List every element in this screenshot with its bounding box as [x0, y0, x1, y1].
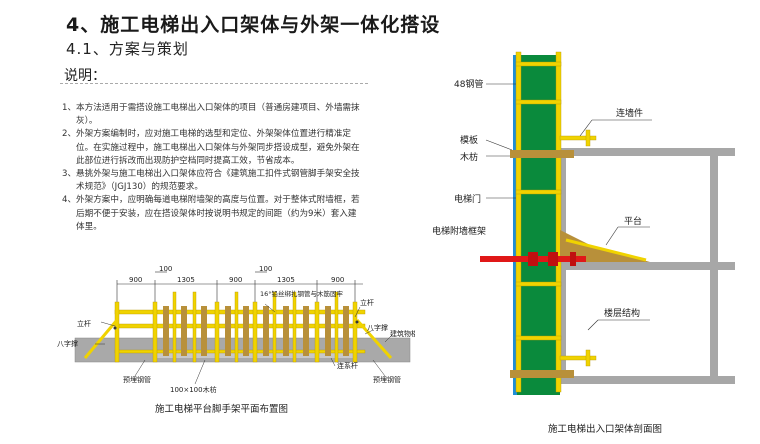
- note-item: 3、悬挑外架与施工电梯出入口架体应符合《建筑施工扣件式钢管脚手架安全技术规范》（…: [62, 168, 362, 194]
- dim-label: 100: [159, 265, 172, 273]
- attach-label: 电梯附墙框架: [432, 225, 486, 237]
- pole-right-label: 立杆: [360, 298, 374, 307]
- platform-rail: [565, 238, 647, 262]
- page-title: 4、施工电梯出入口架体与外架一体化搭设: [66, 14, 441, 36]
- template-label: 模板: [460, 134, 478, 146]
- divider: [60, 83, 368, 84]
- wood-label: 木枋: [460, 151, 478, 163]
- note-number: 4、: [62, 195, 77, 206]
- note-text: 悬挑外架与施工电梯出入口架体应符合《建筑施工扣件式钢管脚手架安全技术规范》（JG…: [76, 169, 360, 193]
- dim-label: 1305: [177, 276, 195, 284]
- elevator-wall: [516, 55, 560, 395]
- note-number: 2、: [62, 129, 77, 140]
- platform: [560, 230, 650, 262]
- attach-frame: [480, 252, 586, 266]
- section-diagram: 48钢管 模板 木枋 电梯门 电梯附墙框架 连墙件 平台 楼层结构 施工电梯出入…: [432, 51, 735, 435]
- plan-caption: 施工电梯平台脚手架平面布置图: [155, 403, 288, 415]
- dim-label: 100: [259, 265, 272, 273]
- note-item: 4、外架方案中，应明确每道电梯附墙架的高度与位置。对于整体式附墙框，若后期不便于…: [62, 194, 362, 234]
- floor-label: 楼层结构: [604, 307, 640, 319]
- brace-left-label: 八字撑: [57, 339, 78, 348]
- platform-label: 平台: [624, 215, 642, 227]
- dim-label: 900: [229, 276, 242, 284]
- wire-label: 16°铅丝绑扎钢管与木筋固牢: [260, 289, 344, 298]
- building-structure: [560, 148, 735, 384]
- wall-connector: [559, 129, 597, 367]
- note-text: 外架方案编制时，应对施工电梯的选型和定位、外架架体位置进行精准定位。在实施过程中…: [76, 129, 360, 166]
- dimension-lines: [116, 271, 363, 302]
- tie-label: 连系杆: [337, 361, 358, 370]
- vertical-posts: [114, 291, 358, 363]
- plan-diagram: 900 1305 900 1305 900 100 100: [57, 265, 415, 415]
- note-text: 外架方案中，应明确每道电梯附墙架的高度与位置。对于整体式附墙框，若后期不便于安装…: [76, 195, 360, 232]
- section-leaders: [485, 83, 652, 331]
- brace-right-label: 八字撑: [367, 323, 388, 332]
- steel-pipes: [515, 51, 562, 393]
- note-number: 3、: [62, 169, 77, 180]
- elevator-door-edge: [513, 55, 517, 395]
- section-subtitle: 4.1、方案与策划: [66, 40, 189, 58]
- diagonal-braces: [83, 318, 393, 360]
- dim-label: 1305: [277, 276, 295, 284]
- note-text: 本方法适用于需搭设施工电梯出入口架体的项目（普通房建项目、外墙需抹灰）。: [76, 103, 360, 127]
- wood-battens: [163, 306, 349, 356]
- section-caption: 施工电梯出入口架体剖面图: [548, 423, 662, 435]
- door-label: 电梯门: [454, 193, 481, 205]
- note-number: 1、: [62, 103, 77, 113]
- notes-list: 1、本方法适用于需搭设施工电梯出入口架体的项目（普通房建项目、外墙需抹灰）。 2…: [62, 102, 362, 234]
- pole-marks: [113, 320, 359, 330]
- wood-bands: [510, 150, 574, 378]
- embed-right-label: 预埋钢管: [373, 375, 401, 384]
- notes-title: 说明：: [64, 68, 106, 84]
- note-item: 1、本方法适用于需搭设施工电梯出入口架体的项目（普通房建项目、外墙需抹灰）。: [62, 102, 362, 128]
- batten-label: 100×100木枋: [170, 385, 217, 394]
- dim-label: 900: [129, 276, 142, 284]
- note-item: 2、外架方案编制时，应对施工电梯的选型和定位、外架架体位置进行精准定位。在实施过…: [62, 128, 362, 168]
- slab-label: 建筑物楼板: [390, 329, 415, 338]
- leader-lines: [95, 303, 394, 385]
- pipe-label: 48钢管: [454, 78, 483, 90]
- pole-left-label: 立杆: [77, 319, 91, 328]
- embed-left-label: 预埋钢管: [123, 375, 151, 384]
- dim-label: 900: [331, 276, 344, 284]
- connector-label: 连墙件: [616, 107, 643, 119]
